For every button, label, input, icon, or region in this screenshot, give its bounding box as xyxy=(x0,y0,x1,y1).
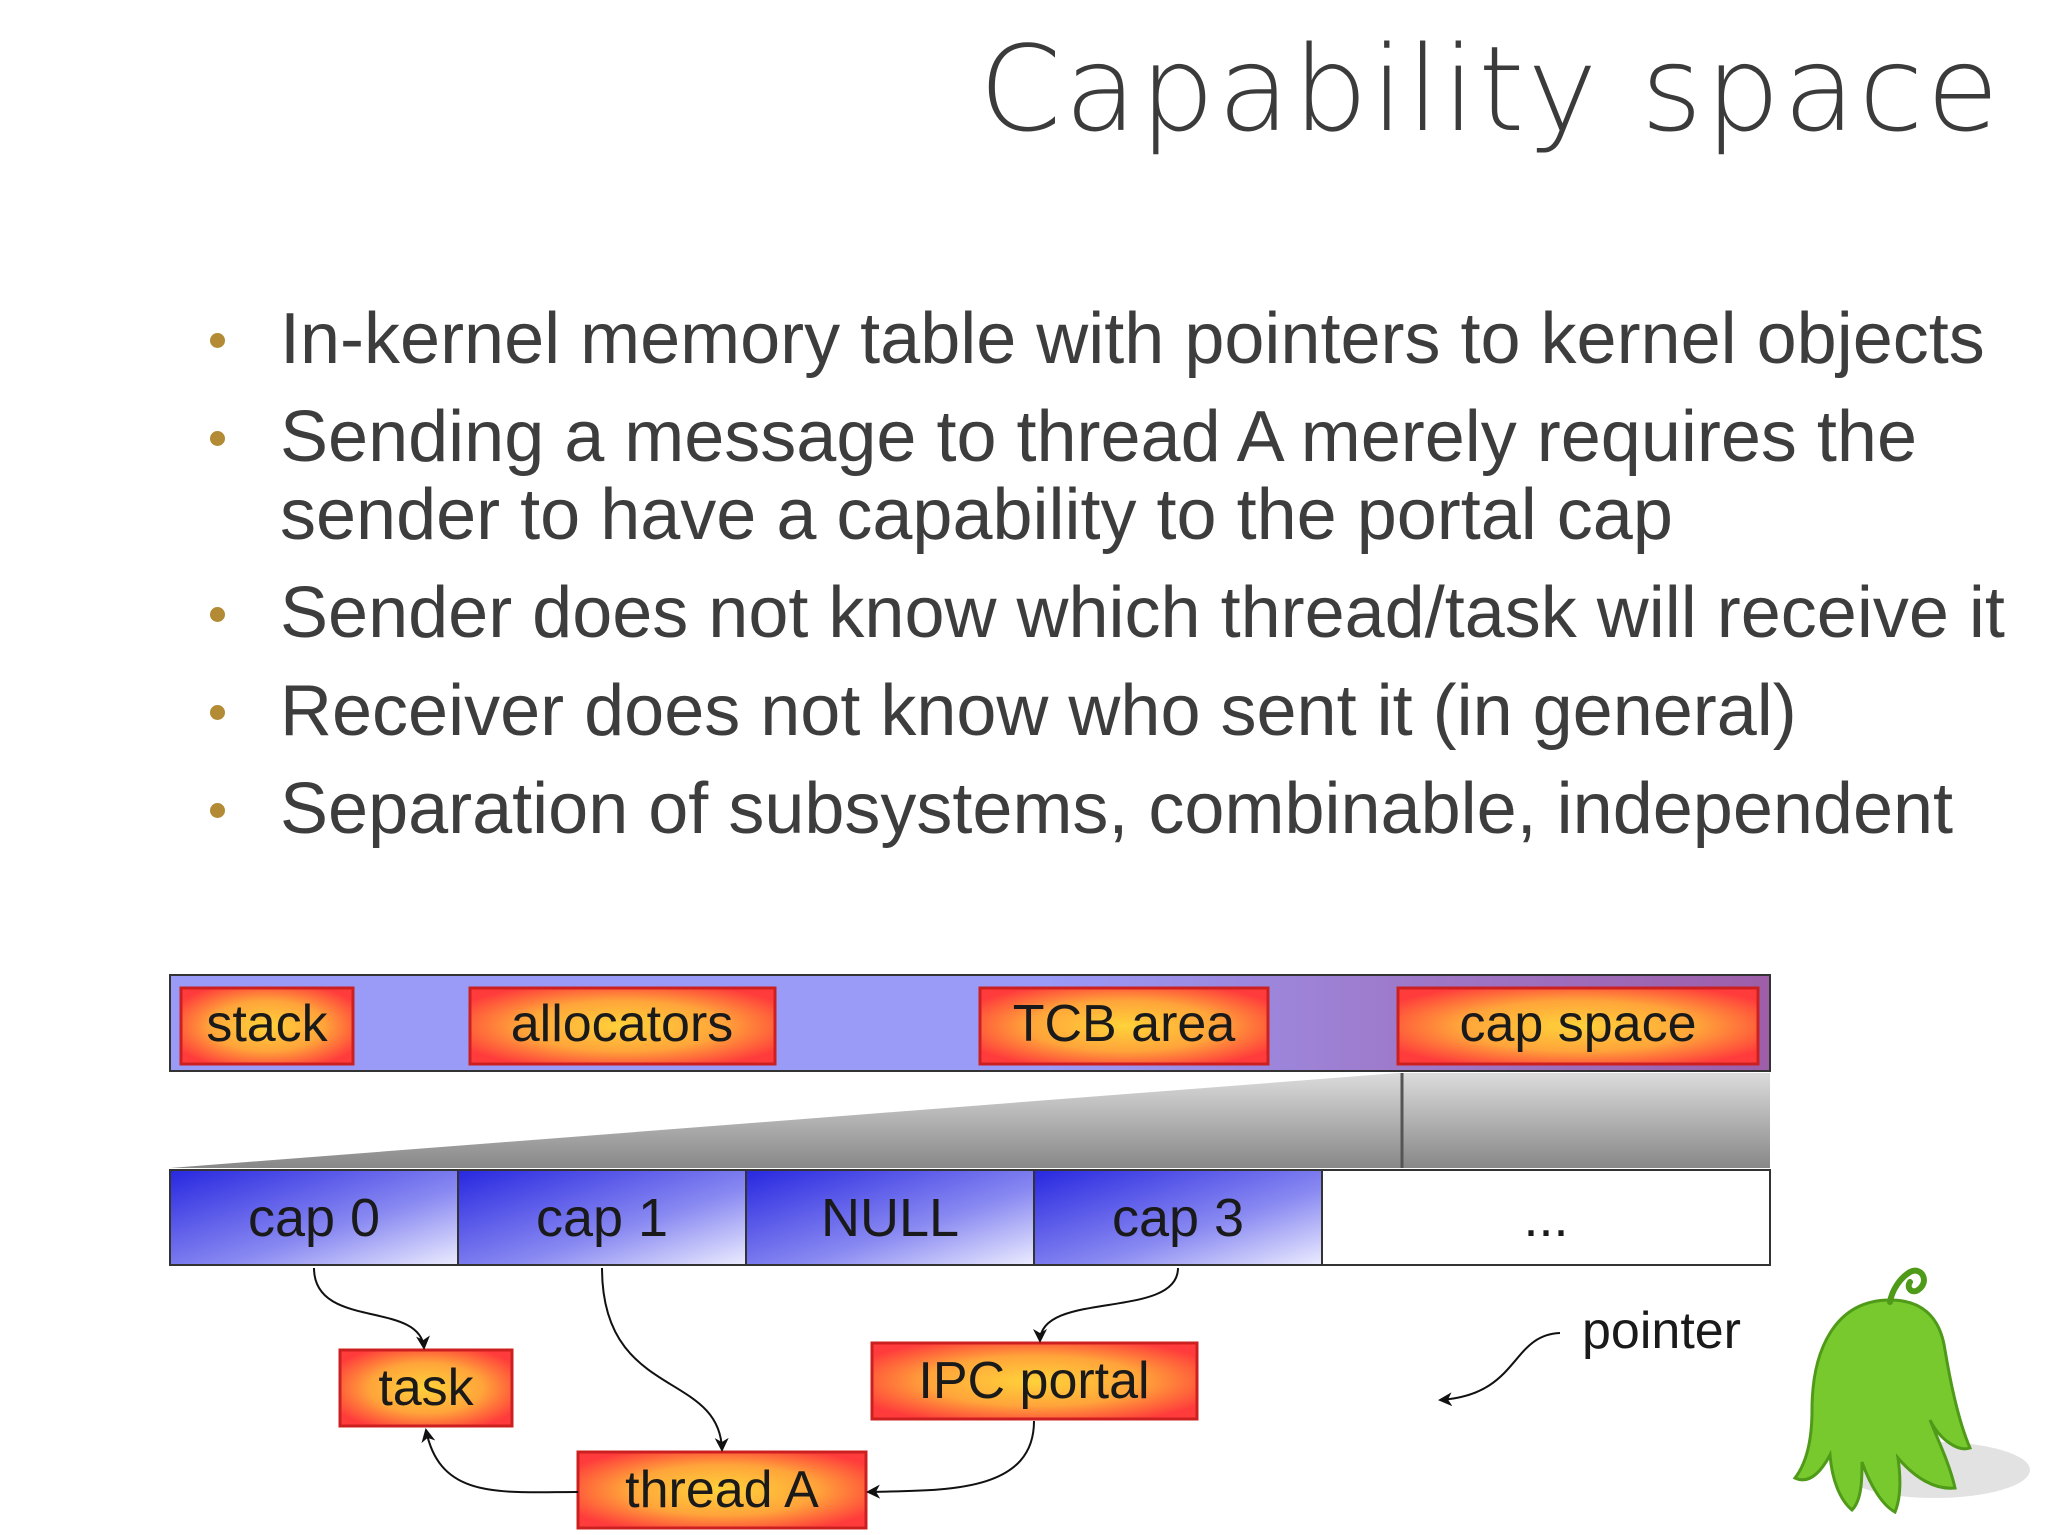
cap-slot-3-label: cap 3 xyxy=(1112,1188,1244,1248)
bullet-item: Separation of subsystems, combinable, in… xyxy=(210,770,2010,848)
region-allocators-label: allocators xyxy=(511,995,734,1053)
bullet-item: Sending a message to thread A merely req… xyxy=(210,398,2010,554)
bullet-dot xyxy=(210,431,225,446)
cap-slot-more: ... xyxy=(1321,1169,1771,1266)
bullet-dot xyxy=(210,705,225,720)
bullet-text: Sending a message to thread A merely req… xyxy=(280,397,1917,555)
cap-slot-null-label: NULL xyxy=(821,1188,959,1248)
cap-slot-1-label: cap 1 xyxy=(536,1188,668,1248)
cap-slot-0: cap 0 xyxy=(169,1169,459,1266)
slide-title: Capability space xyxy=(979,20,2002,158)
bullet-item: Sender does not know which thread/task w… xyxy=(210,574,2010,652)
bullet-text: In-kernel memory table with pointers to … xyxy=(280,299,1985,379)
bullet-item: Receiver does not know who sent it (in g… xyxy=(210,672,2010,750)
cap-slot-null: NULL xyxy=(745,1169,1035,1266)
region-tcb-area: TCB area xyxy=(978,986,1270,1066)
region-tcb-area-label: TCB area xyxy=(1013,995,1236,1053)
bullet-item: In-kernel memory table with pointers to … xyxy=(210,300,2010,378)
region-stack: stack xyxy=(179,986,355,1066)
object-thread-a: thread A xyxy=(576,1450,868,1530)
bullet-dot xyxy=(210,333,225,348)
cap-table: cap 0 cap 1 NULL cap 3 ... xyxy=(169,1169,1771,1266)
region-cap-space: cap space xyxy=(1396,986,1760,1066)
cap-slot-0-label: cap 0 xyxy=(248,1188,380,1248)
bullet-text: Receiver does not know who sent it (in g… xyxy=(280,671,1797,751)
region-stack-label: stack xyxy=(206,995,328,1053)
object-thread-a-label: thread A xyxy=(625,1461,819,1519)
zoom-projection xyxy=(170,1073,1770,1168)
region-allocators: allocators xyxy=(468,986,777,1066)
pointer-legend-label: pointer xyxy=(1582,1302,1741,1360)
cap-slot-1: cap 1 xyxy=(457,1169,747,1266)
cap-slot-more-label: ... xyxy=(1523,1188,1568,1248)
bullet-dot xyxy=(210,803,225,818)
object-task-label: task xyxy=(378,1359,474,1417)
bullet-list: In-kernel memory table with pointers to … xyxy=(210,300,2010,868)
pointer-arrow-cap0-task xyxy=(313,1267,430,1350)
object-task: task xyxy=(338,1348,514,1428)
cap-slot-3: cap 3 xyxy=(1033,1169,1323,1266)
bullet-text: Sender does not know which thread/task w… xyxy=(280,573,2005,653)
bullet-text: Separation of subsystems, combinable, in… xyxy=(280,769,1954,849)
pointer-arrow-cap1-thread-a xyxy=(601,1267,729,1452)
pointer-legend-arrow xyxy=(1438,1332,1561,1407)
bullet-dot xyxy=(210,607,225,622)
region-cap-space-label: cap space xyxy=(1459,995,1696,1053)
object-ipc-portal-label: IPC portal xyxy=(918,1352,1149,1410)
pointer-arrow-thread-a-task xyxy=(421,1428,579,1494)
green-mascot-icon xyxy=(1792,1267,2030,1515)
pointer-arrow-cap3-ipc-portal xyxy=(1033,1267,1179,1343)
pointer-arrow-ipc-portal-thread-a xyxy=(866,1420,1035,1499)
object-ipc-portal: IPC portal xyxy=(870,1341,1199,1421)
